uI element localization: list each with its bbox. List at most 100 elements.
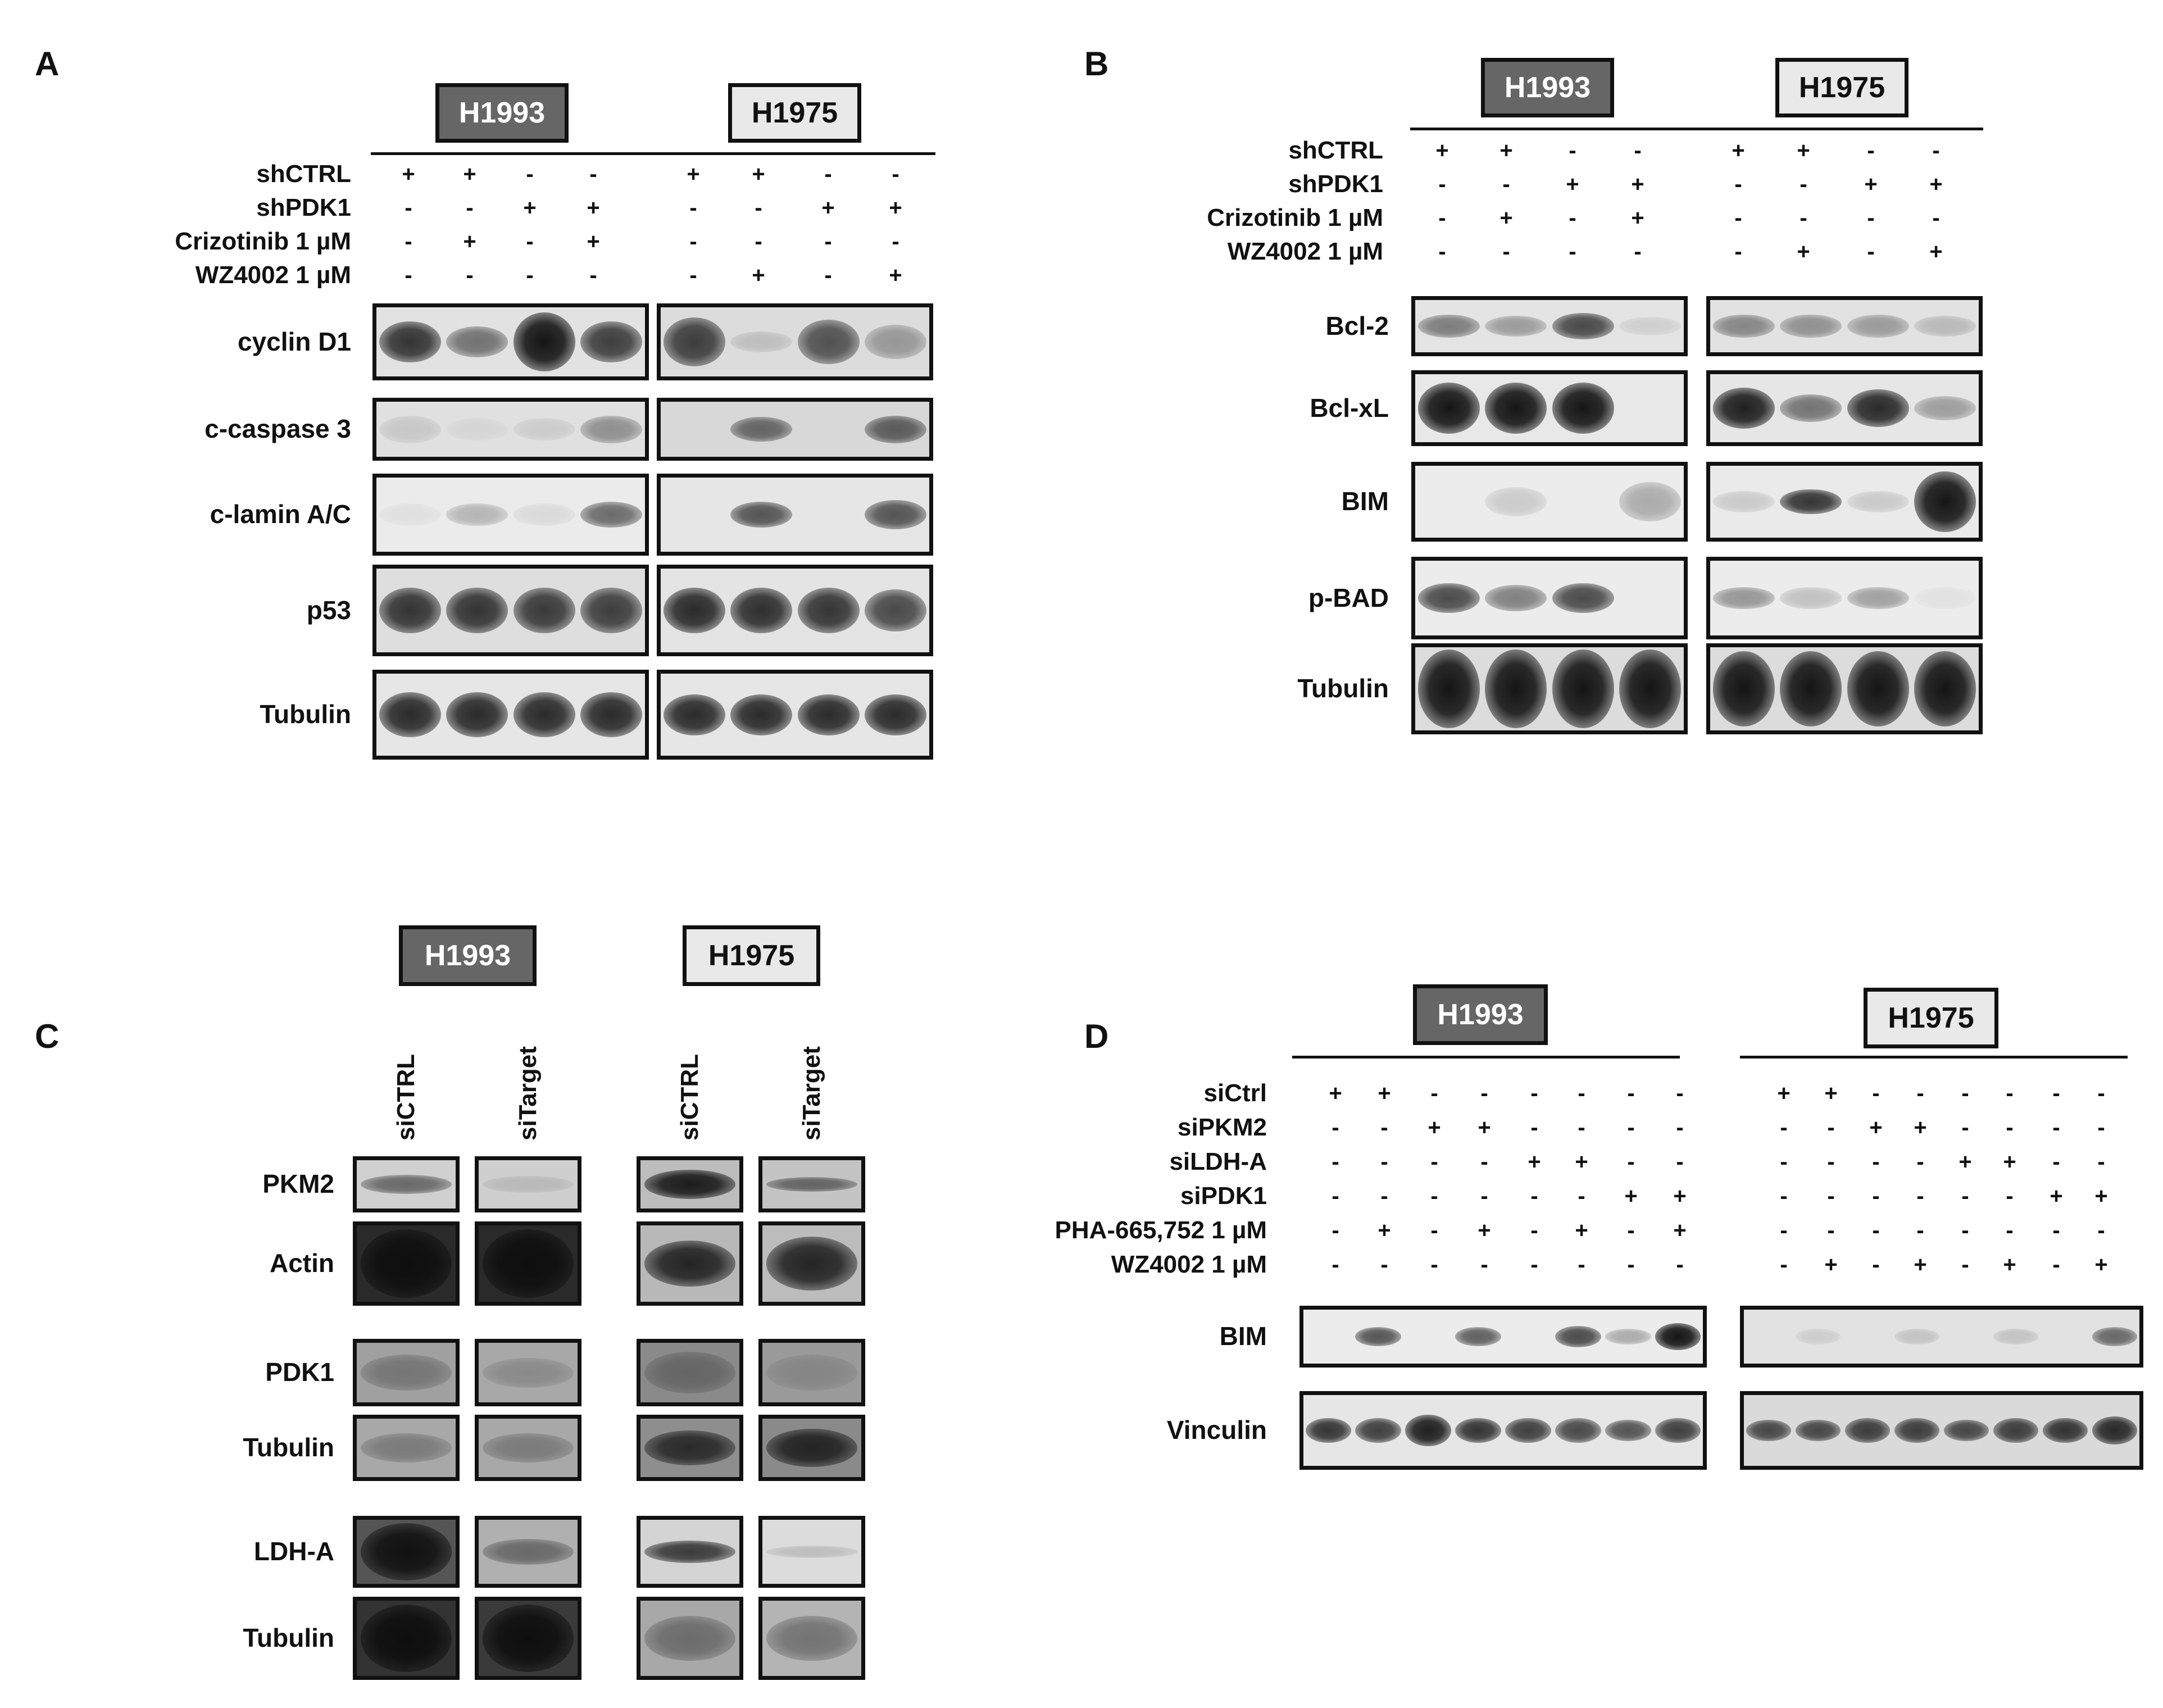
blot-label: BIM: [1341, 487, 1389, 516]
blot-band: [1405, 1414, 1452, 1447]
plus-sign: +: [1631, 172, 1644, 197]
minus-sign: -: [405, 229, 412, 254]
minus-sign: -: [1530, 1218, 1538, 1243]
blot-band: [1780, 394, 1842, 422]
plus-sign: +: [463, 229, 476, 254]
minus-sign: -: [755, 229, 762, 254]
plus-sign: +: [1797, 138, 1810, 163]
blot-band: [1712, 490, 1775, 513]
minus-sign: -: [1780, 1184, 1788, 1209]
minus-sign: -: [1430, 1218, 1438, 1243]
plus-sign: +: [1435, 138, 1449, 163]
minus-sign: -: [1332, 1150, 1339, 1174]
blot-band: [1655, 1323, 1701, 1350]
minus-sign: -: [1961, 1081, 1969, 1106]
minus-sign: -: [689, 196, 697, 220]
blot-band: [1485, 383, 1547, 434]
blot-strip: [657, 398, 933, 461]
plus-sign: +: [752, 162, 765, 187]
minus-sign: -: [2097, 1081, 2105, 1106]
blot-band: [766, 1545, 857, 1559]
blot-band: [644, 1351, 735, 1394]
minus-sign: -: [824, 263, 832, 288]
minus-sign: -: [1827, 1218, 1835, 1243]
plus-sign: +: [1914, 1252, 1927, 1277]
minus-sign: -: [824, 162, 832, 187]
minus-sign: -: [1800, 206, 1807, 230]
minus-sign: -: [405, 196, 412, 220]
plus-sign: +: [821, 196, 835, 220]
blot-band: [361, 1174, 452, 1194]
blot-label: BIM: [1219, 1321, 1267, 1351]
lane-label-wrap: siCTRL: [389, 1023, 423, 1141]
condition-label: WZ4002 1 µM: [1111, 1251, 1267, 1278]
minus-sign: -: [1867, 138, 1875, 163]
blot-strip: [758, 1339, 865, 1406]
plus-sign: +: [1575, 1218, 1588, 1243]
blot-band: [2092, 1416, 2138, 1445]
blot-band: [379, 321, 441, 363]
blot-band: [1914, 396, 1976, 420]
blot-strip: [1411, 296, 1688, 356]
minus-sign: -: [1827, 1150, 1835, 1174]
blot-band: [580, 501, 643, 528]
panel-letter: D: [1084, 1017, 1109, 1055]
minus-sign: -: [1380, 1150, 1388, 1174]
blot-label: c-lamin A/C: [210, 499, 351, 529]
plus-sign: +: [587, 229, 600, 254]
blot-strip: [372, 303, 649, 380]
plus-sign: +: [889, 196, 902, 220]
plus-sign: +: [1378, 1081, 1391, 1106]
blot-strip: [637, 1516, 743, 1588]
blot-band: [483, 1229, 574, 1298]
blot-band: [379, 692, 441, 738]
blot-band: [361, 1229, 452, 1298]
minus-sign: -: [1932, 206, 1940, 230]
blot-band: [446, 326, 508, 358]
minus-sign: -: [2052, 1115, 2060, 1140]
plus-sign: +: [1499, 138, 1513, 163]
blot-band: [1417, 649, 1480, 729]
blot-band: [446, 587, 508, 634]
blot-strip: [637, 1221, 743, 1306]
blot-band: [483, 1357, 574, 1388]
blot-band: [580, 321, 643, 363]
blot-band: [865, 415, 927, 443]
blot-strip: [353, 1415, 460, 1481]
blot-strip: [758, 1415, 865, 1481]
minus-sign: -: [1676, 1150, 1684, 1174]
plus-sign: +: [2094, 1252, 2108, 1277]
blot-band: [766, 1429, 857, 1467]
blot-band: [644, 1170, 735, 1199]
minus-sign: -: [2097, 1218, 2105, 1243]
blot-strip: [758, 1221, 865, 1306]
minus-sign: -: [1634, 138, 1642, 163]
minus-sign: -: [2097, 1150, 2105, 1174]
plus-sign: +: [1575, 1150, 1588, 1174]
minus-sign: -: [1480, 1081, 1488, 1106]
blot-strip: [1299, 1391, 1707, 1470]
minus-sign: -: [1530, 1184, 1538, 1209]
minus-sign: -: [1438, 172, 1446, 197]
blot-band: [513, 503, 575, 526]
minus-sign: -: [1932, 138, 1940, 163]
blot-strip: [353, 1221, 460, 1306]
minus-sign: -: [1578, 1115, 1585, 1140]
plus-sign: +: [1958, 1150, 1972, 1174]
blot-band: [1780, 587, 1842, 610]
minus-sign: -: [2006, 1184, 2014, 1209]
plus-sign: +: [2003, 1150, 2016, 1174]
blot-strip: [758, 1597, 865, 1680]
minus-sign: -: [1332, 1252, 1339, 1277]
minus-sign: -: [1872, 1218, 1880, 1243]
blot-label: p53: [306, 595, 351, 625]
blot-band: [1605, 1420, 1651, 1441]
blot-band: [513, 418, 575, 440]
blot-band: [361, 1604, 452, 1673]
minus-sign: -: [1627, 1150, 1635, 1174]
minus-sign: -: [2052, 1150, 2060, 1174]
cell-line-header: H1975: [728, 83, 861, 143]
minus-sign: -: [1627, 1081, 1635, 1106]
plus-sign: +: [1499, 206, 1513, 230]
minus-sign: -: [1827, 1115, 1835, 1140]
